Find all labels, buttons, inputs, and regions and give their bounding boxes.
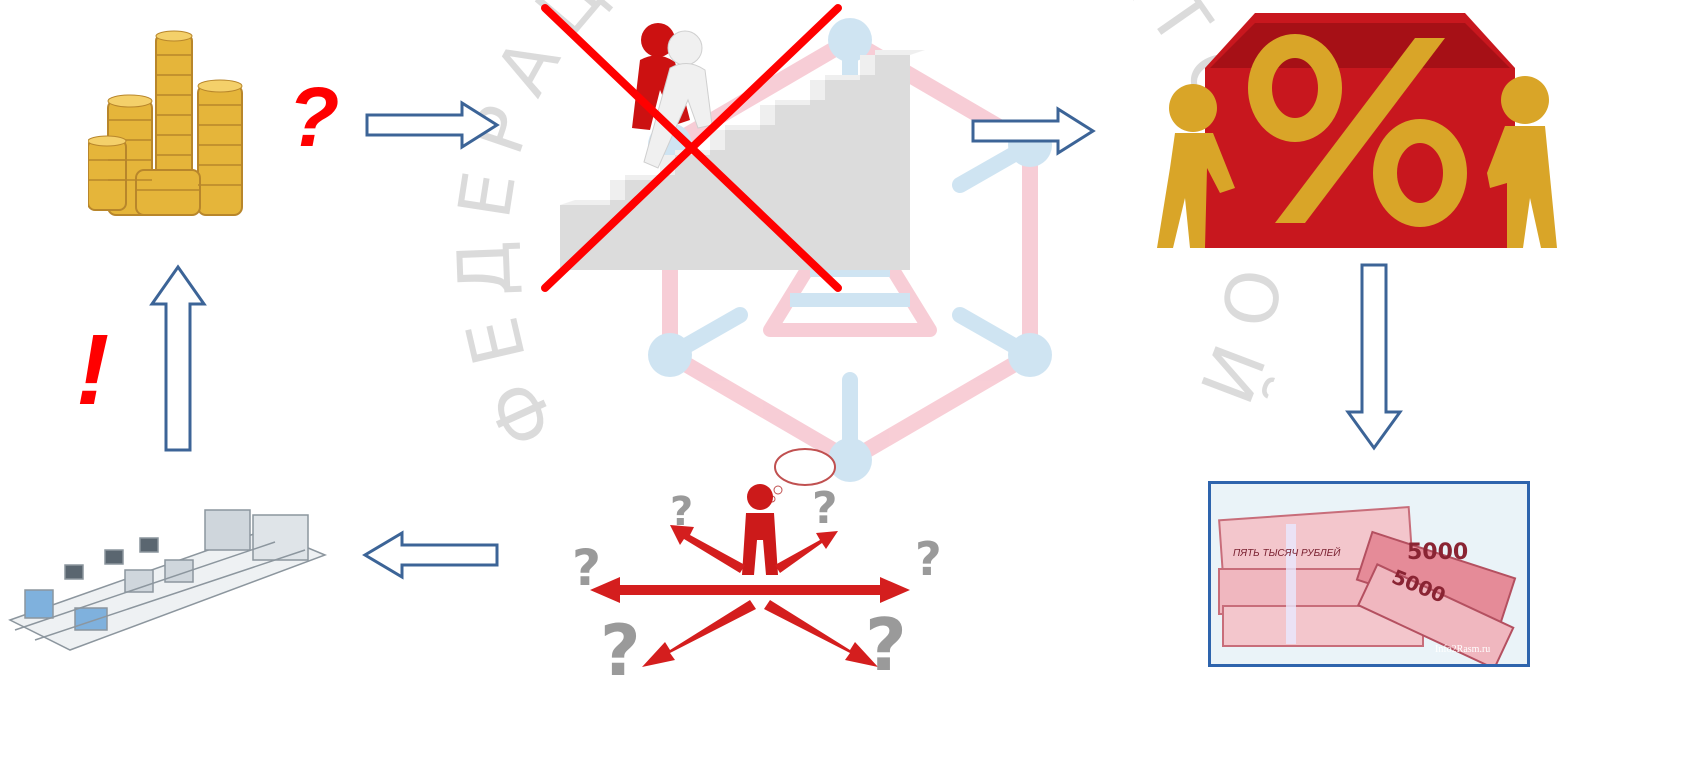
svg-text:?: ? [572, 539, 601, 597]
banknote-value: 5000 [1407, 540, 1469, 565]
arrow-right-top-left [365, 100, 500, 150]
climbing-figures [632, 23, 713, 169]
banknotes-photo: 5000 5000 ПЯТЬ ТЫСЯЧ РУБЛЕЙ Info2Rasm.ru [1208, 481, 1530, 667]
svg-text:?: ? [812, 483, 838, 534]
factory-line-icon [8, 509, 328, 651]
coins-icon [88, 30, 243, 216]
exclamation-mark: ! [76, 314, 110, 426]
arrow-down-right [1345, 263, 1403, 451]
cross-mark [541, 4, 842, 292]
svg-text:?: ? [600, 610, 641, 690]
stairs-icon [541, 4, 925, 292]
svg-text:?: ? [915, 532, 940, 586]
thinking-person-icon: ? ? ? ? ? ? [572, 448, 940, 690]
photo-caption: Info2Rasm.ru [1435, 644, 1491, 655]
arrow-left-bottom [362, 530, 499, 580]
svg-text:?: ? [670, 489, 693, 535]
question-mark: ? [288, 70, 340, 164]
svg-text:?: ? [865, 603, 907, 687]
banknotes-icon [1218, 506, 1517, 664]
arrow-up-left [149, 264, 207, 452]
banknote-band-text: ПЯТЬ ТЫСЯЧ РУБЛЕЙ [1233, 548, 1341, 559]
arrow-right-top-right [971, 106, 1096, 156]
percent-icon [1157, 13, 1557, 248]
